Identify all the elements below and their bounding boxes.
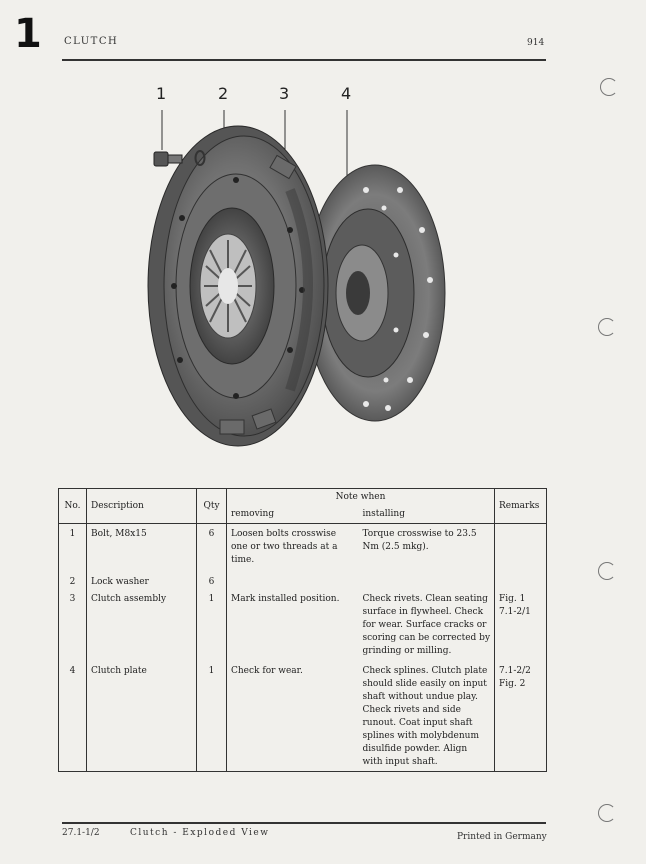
cell-remarks: Fig. 1 7.1-2/1	[494, 590, 548, 663]
cell-installing: Torque crosswise to 23.5 Nm (2.5 mkg).	[358, 523, 496, 574]
cell-qty: 1	[196, 590, 227, 663]
header-rule	[62, 59, 546, 61]
cell-removing	[226, 573, 359, 591]
cell-remarks	[494, 573, 548, 591]
cell-qty: 1	[196, 662, 227, 772]
table-header-row: No. Description Qty Note when Remarks	[58, 488, 548, 524]
cell-description: Clutch plate	[86, 662, 197, 772]
table-row: 4 Clutch plate 1 Check for wear. Check s…	[58, 662, 548, 772]
exploded-view-figure: 1 2 3 4	[140, 80, 460, 460]
cell-qty: 6	[196, 573, 227, 591]
cell-qty: 6	[196, 523, 227, 574]
footer-printed: Printed in Germany	[457, 832, 547, 842]
header-installing: installing	[358, 506, 496, 524]
cell-description: Clutch assembly	[86, 590, 197, 663]
callout-1: 1	[156, 84, 167, 103]
cell-removing: Check for wear.	[226, 662, 359, 772]
parts-table: No. Description Qty Note when Remarks re…	[58, 488, 548, 772]
table-row: 1 Bolt, M8x15 6 Loosen bolts crosswise o…	[58, 523, 548, 574]
cell-description: Bolt, M8x15	[86, 523, 197, 574]
clutch-illustration	[147, 110, 446, 447]
cell-no: 4	[58, 662, 87, 772]
cell-no: 1	[58, 523, 87, 574]
section-title: CLUTCH	[64, 36, 119, 47]
lock-washer	[194, 150, 206, 166]
footer-title: Clutch - Exploded View	[130, 828, 270, 838]
header-no: No.	[58, 488, 87, 524]
model-number: 914	[527, 38, 545, 48]
table-row: 2 Lock washer 6	[58, 573, 548, 591]
binder-hole	[598, 318, 616, 336]
cell-removing: Mark installed position.	[226, 590, 359, 663]
callout-3: 3	[279, 84, 290, 103]
cell-installing	[358, 573, 496, 591]
cell-installing: Check splines. Clutch plate should slide…	[358, 662, 496, 772]
cell-no: 3	[58, 590, 87, 663]
header-removing: removing	[226, 506, 359, 524]
section-number: 1	[14, 11, 42, 57]
header-remarks: Remarks	[494, 488, 548, 524]
clutch-plate	[304, 164, 446, 422]
header-note-when: Note when	[225, 488, 496, 506]
header-description: Description	[86, 488, 197, 524]
binder-hole	[598, 804, 616, 822]
bolt-m8x15	[153, 151, 183, 167]
footer-rule	[62, 822, 546, 824]
cell-removing: Loosen bolts crosswise one or two thread…	[226, 523, 359, 574]
clutch-assembly	[147, 125, 329, 447]
table-row: 3 Clutch assembly 1 Mark installed posit…	[58, 590, 548, 663]
cell-remarks	[494, 523, 548, 574]
binder-hole	[598, 562, 616, 580]
cell-no: 2	[58, 573, 87, 591]
binder-hole	[600, 78, 618, 96]
cell-installing: Check rivets. Clean seating surface in f…	[358, 590, 496, 663]
cell-description: Lock washer	[86, 573, 197, 591]
callout-4: 4	[341, 84, 352, 103]
header-qty: Qty	[196, 488, 227, 524]
cell-remarks: 7.1-2/2 Fig. 2	[494, 662, 548, 772]
footer-page-ref: 27.1-1/2	[62, 828, 100, 838]
callout-2: 2	[218, 84, 229, 103]
